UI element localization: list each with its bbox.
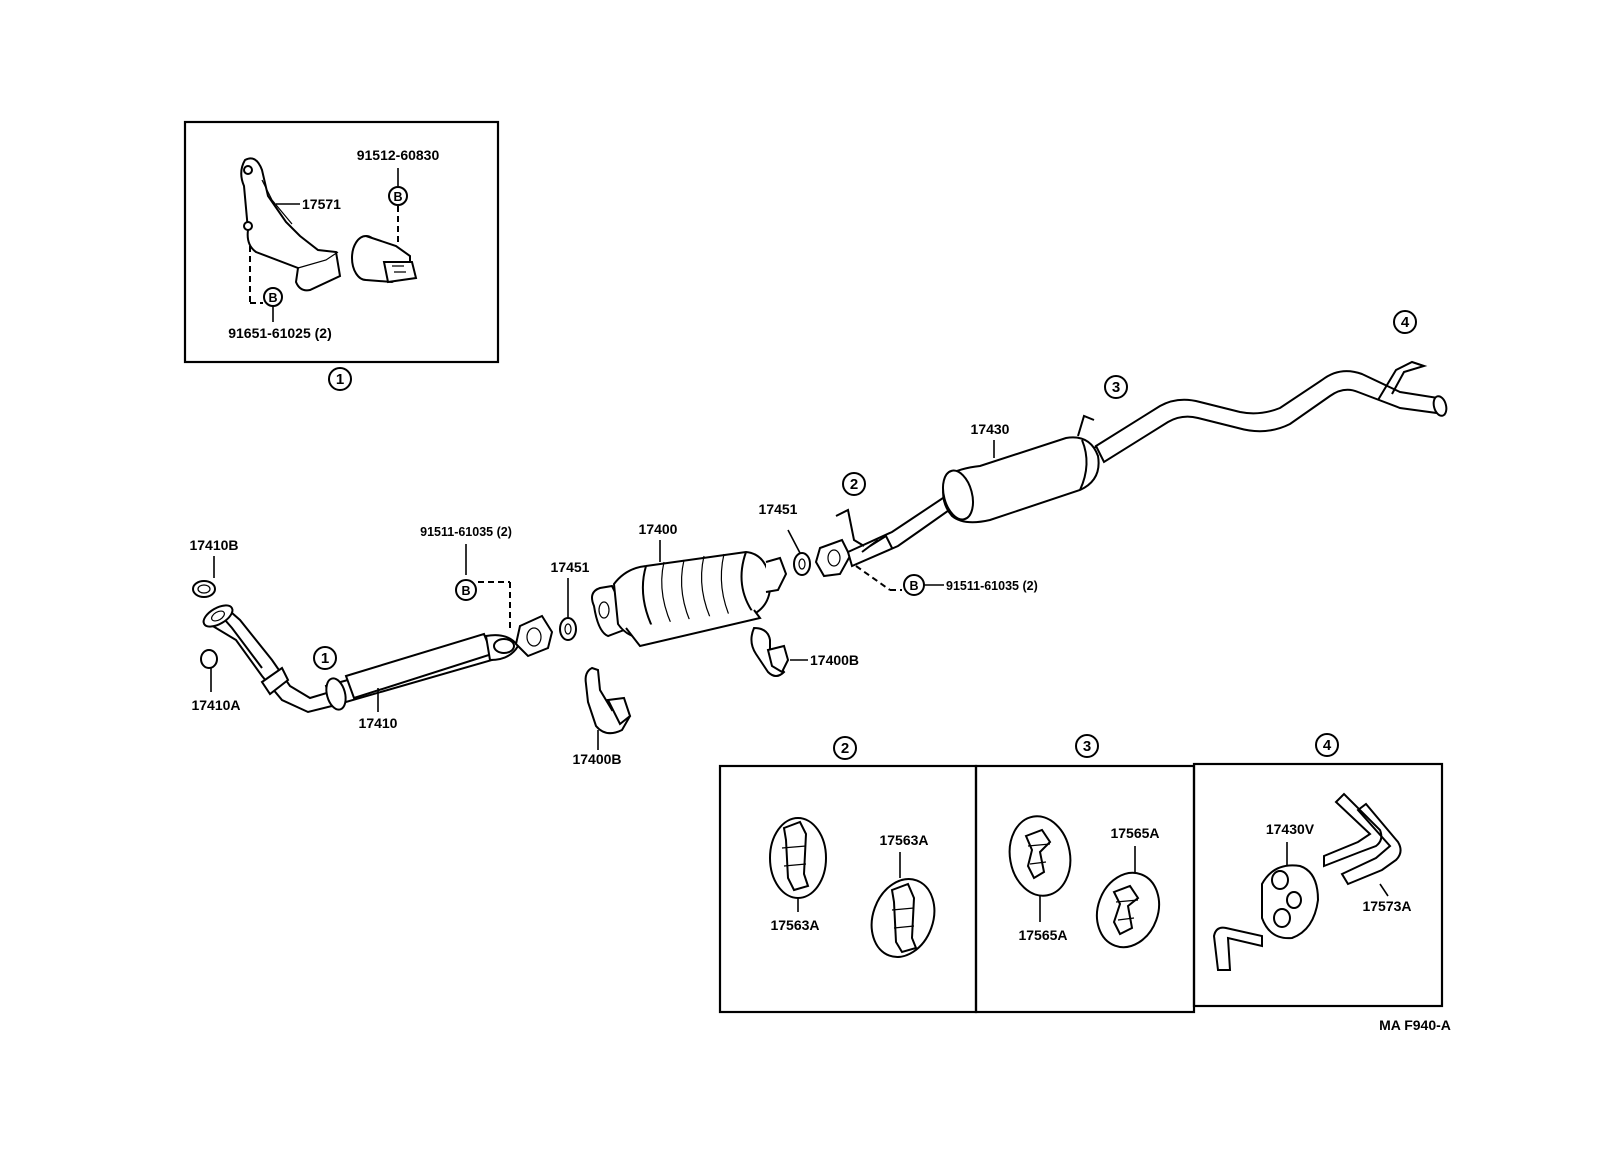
figure-code: MA F940-A: [1379, 1017, 1451, 1033]
label-bracket: 17571: [302, 196, 341, 212]
bolt-marker-top: [388, 186, 408, 206]
label-bolt-rear: 91511-61035 (2): [946, 579, 1038, 593]
mount-17563a-left: [769, 817, 827, 899]
label-inset2-mount-right: 17563A: [879, 832, 928, 848]
inset-1-frame: [183, 120, 500, 364]
label-inset4-mount: 17430V: [1266, 821, 1315, 837]
mount-17565a-right: [1095, 871, 1161, 949]
label-inset4-hanger: 17573A: [1362, 898, 1411, 914]
inset-1: B 91512-60830 17571 B 91651-61025 (2) 1: [183, 120, 500, 391]
callout-2-main: [842, 472, 866, 496]
svg-text:3: 3: [1083, 738, 1091, 755]
mount-17430v: [1261, 864, 1320, 940]
mount-17563a-right: [870, 878, 936, 958]
label-gasket-bottom: 17410A: [191, 697, 240, 713]
hanger-17573a: [1323, 792, 1402, 886]
bolt-marker-front-label: B: [461, 584, 470, 598]
gasket-17410b: [192, 580, 216, 598]
svg-text:2: 2: [850, 476, 858, 493]
svg-text:4: 4: [1401, 314, 1410, 331]
label-inset3-mount-left: 17565A: [1018, 927, 1067, 943]
callout-1-inset: [328, 367, 352, 391]
callout-4-inset: [1315, 733, 1339, 757]
label-front-pipe: 17410: [359, 715, 398, 731]
gasket-17451-rear: [793, 552, 811, 576]
bolt-marker-bottom-label: B: [268, 291, 277, 305]
label-insulator-right: 17400B: [810, 652, 859, 668]
callout-2-inset: [833, 736, 857, 760]
callout-4-main: [1393, 310, 1417, 334]
label-gasket-rear: 17451: [759, 501, 798, 517]
muffler-17430: [942, 436, 1100, 524]
label-tail-pipe: 17430: [971, 421, 1010, 437]
svg-text:3: 3: [1112, 379, 1120, 396]
label-inset3-mount-right: 17565A: [1110, 825, 1159, 841]
gasket-17451-mid: [559, 617, 577, 641]
callout-3-main: [1104, 375, 1128, 399]
callout-1-pipe: [313, 646, 337, 670]
label-inset2-mount-left: 17563A: [770, 917, 819, 933]
label-gasket-mid: 17451: [551, 559, 590, 575]
gasket-17410a: [200, 649, 218, 669]
bolt-marker-front: [455, 579, 477, 601]
mount-17565a-left: [1008, 815, 1072, 897]
inset-2-frame: [718, 764, 978, 1014]
callout-3-inset: [1075, 734, 1099, 758]
label-converter: 17400: [639, 521, 678, 537]
inset-3-frame: [974, 764, 1196, 1014]
label-insulator-lower: 17400B: [572, 751, 621, 767]
svg-text:1: 1: [321, 650, 329, 667]
inset-4-frame: [1192, 762, 1444, 1008]
bracket-17571: [240, 157, 342, 292]
rod-17430v: [1212, 926, 1263, 971]
label-bolt-bottom: 91651-61025 (2): [228, 325, 332, 341]
label-bolt-top: 91512-60830: [357, 147, 440, 163]
svg-text:2: 2: [841, 740, 849, 757]
svg-text:4: 4: [1323, 737, 1332, 754]
bolt-marker-top-label: B: [393, 190, 402, 204]
label-bolt-front: 91511-61035 (2): [420, 525, 512, 539]
main-exhaust: 17410B 17410A 17410 1 91511-61035 (2) B: [189, 310, 1448, 767]
label-gasket-top: 17410B: [189, 537, 238, 553]
insets-bottom: 2 3 4 17563A 17563A 17565A: [718, 733, 1444, 1014]
svg-text:1: 1: [336, 371, 344, 388]
bolt-marker-rear-label: B: [909, 579, 918, 593]
